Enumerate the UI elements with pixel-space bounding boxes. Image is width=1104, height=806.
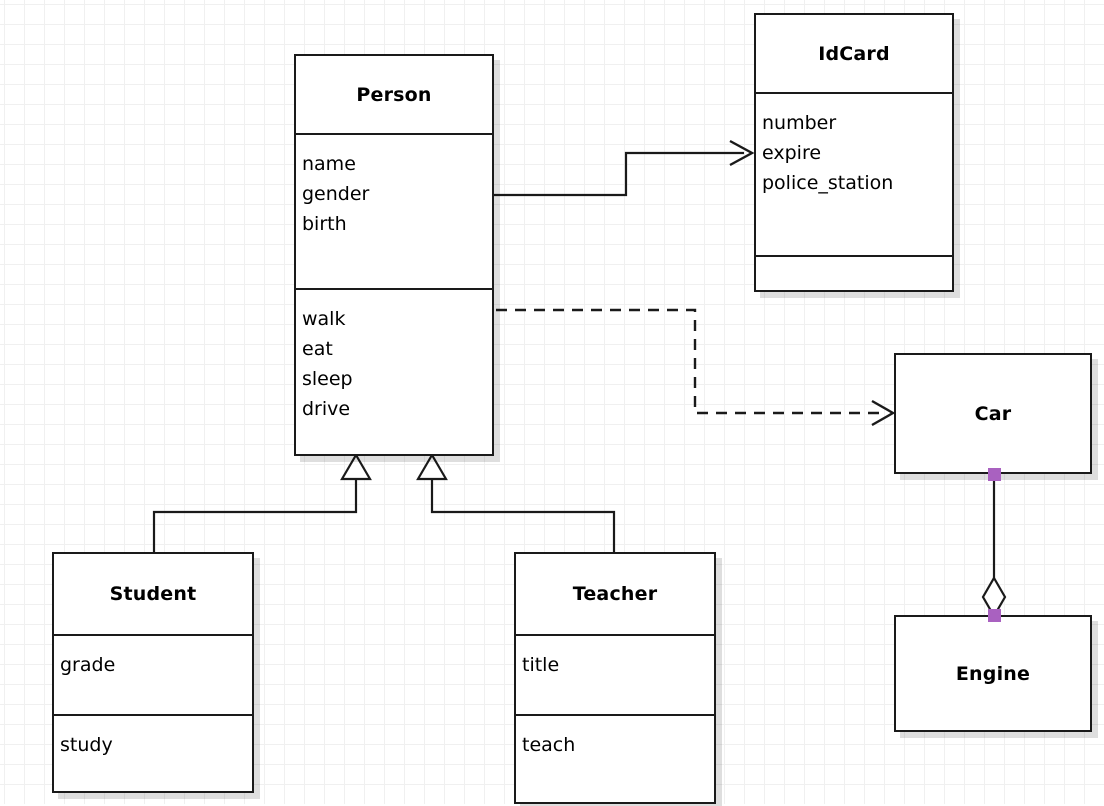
engine-title-compartment: Engine: [896, 617, 1090, 730]
attribute-item: gender: [302, 183, 370, 205]
generalization-teacher-person: [416, 452, 616, 552]
class-box-teacher[interactable]: Teacher title teach: [514, 552, 716, 804]
class-box-person[interactable]: Person name gender birth walk eat sleep …: [294, 54, 494, 456]
class-box-engine[interactable]: Engine: [894, 615, 1092, 732]
operation-item: walk: [302, 308, 346, 330]
student-operations-compartment: study: [54, 714, 252, 795]
aggregation-car-engine: [981, 474, 1007, 619]
attribute-item: grade: [60, 654, 116, 676]
attribute-item: police_station: [762, 172, 894, 194]
student-title-compartment: Student: [54, 554, 252, 634]
class-box-student[interactable]: Student grade study: [52, 552, 254, 793]
attribute-item: birth: [302, 213, 347, 235]
attribute-item: title: [522, 654, 560, 676]
class-name-person: Person: [356, 83, 432, 106]
dependency-person-car: [496, 308, 896, 427]
class-name-student: Student: [109, 583, 197, 605]
operation-item: teach: [522, 734, 576, 756]
idcard-attributes-compartment: number expire police_station: [756, 92, 952, 255]
operation-item: sleep: [302, 368, 353, 390]
teacher-title-compartment: Teacher: [516, 554, 714, 634]
association-person-idcard: [494, 139, 755, 197]
attribute-item: number: [762, 112, 837, 134]
operation-item: drive: [302, 398, 351, 420]
idcard-operations-compartment: [756, 255, 952, 294]
idcard-title-compartment: IdCard: [756, 15, 952, 92]
class-name-teacher: Teacher: [572, 583, 658, 605]
teacher-attributes-compartment: title: [516, 634, 714, 714]
attribute-item: name: [302, 153, 356, 175]
class-name-car: Car: [974, 402, 1012, 425]
person-operations-compartment: walk eat sleep drive: [296, 288, 492, 456]
connection-endpoint-engine[interactable]: [988, 609, 1001, 622]
student-attributes-compartment: grade: [54, 634, 252, 714]
class-box-car[interactable]: Car: [894, 353, 1092, 474]
attribute-item: expire: [762, 142, 822, 164]
generalization-student-person: [152, 452, 372, 552]
operation-item: study: [60, 734, 113, 756]
connection-endpoint-car[interactable]: [988, 468, 1001, 481]
operation-item: eat: [302, 338, 333, 360]
person-title-compartment: Person: [296, 56, 492, 133]
person-attributes-compartment: name gender birth: [296, 133, 492, 288]
car-title-compartment: Car: [896, 355, 1090, 472]
class-name-idcard: IdCard: [818, 42, 890, 65]
class-name-engine: Engine: [955, 662, 1031, 685]
class-box-idcard[interactable]: IdCard number expire police_station: [754, 13, 954, 292]
teacher-operations-compartment: teach: [516, 714, 714, 806]
